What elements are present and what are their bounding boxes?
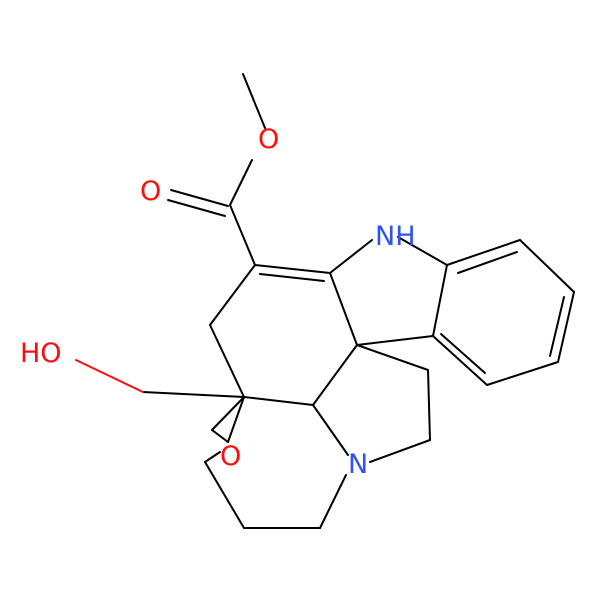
bond-ring: [209, 264, 256, 326]
hydroxyl-label: HO: [20, 338, 62, 369]
amine-nitrogen-label: N: [348, 449, 368, 480]
bond-nh-c: [397, 236, 448, 266]
carbonyl-oxygen-label: O: [140, 176, 161, 207]
bond-epoxide: [211, 429, 229, 443]
bond-methyl: [242, 73, 266, 129]
bond-ring: [204, 461, 245, 529]
bond-ring-double-2: [259, 273, 325, 282]
bond-benzene: [486, 361, 559, 386]
bond-c-nh: [329, 239, 373, 274]
bond-pyrrolidine: [369, 439, 431, 463]
bond-benzene: [446, 239, 521, 266]
bond-benzene-inner: [440, 333, 486, 374]
bond-pyrrolidine: [312, 344, 358, 406]
bond-benzene: [519, 239, 575, 293]
bond-hydroxymethyl: [142, 391, 245, 398]
bond-benzene-inner: [457, 251, 518, 274]
bond-epoxide: [204, 451, 221, 463]
bond-c-n: [312, 404, 349, 456]
bond-ring: [209, 324, 245, 398]
bond-benzene: [432, 335, 488, 386]
ether-oxygen-label: O: [220, 441, 241, 472]
bond-n-c: [319, 474, 347, 529]
bond-carbonyl-1: [170, 189, 229, 207]
bond-ring: [329, 272, 358, 346]
bond-ester-ring: [229, 204, 256, 266]
bond-benzene: [557, 291, 575, 363]
bond-ring: [356, 335, 434, 346]
bond-benzene: [432, 264, 448, 337]
bond-epoxide: [227, 396, 245, 443]
nh-label: NH: [375, 221, 416, 252]
bond-pyrrolidine: [427, 369, 431, 441]
bond-ring-double-1: [254, 264, 331, 274]
bond-ring: [243, 396, 314, 406]
bond-pyrrolidine: [356, 344, 429, 371]
ester-oxygen-label: O: [258, 124, 279, 155]
bond-carbonyl-2: [167, 199, 226, 217]
bond-epoxide: [211, 396, 245, 431]
bond-oh: [75, 359, 144, 393]
bond-benzene-inner: [549, 296, 565, 357]
bond-ester-o: [229, 159, 253, 206]
